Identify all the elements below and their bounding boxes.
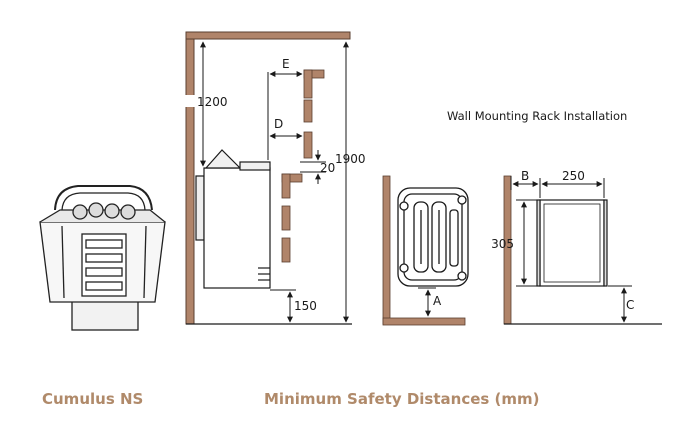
dim-c-label: C <box>626 298 634 312</box>
rack-installation-diagram: Wall Mounting Rack Installation B <box>447 109 662 325</box>
front-wall <box>382 175 391 325</box>
dim-ceiling-label: 1200 <box>197 95 228 109</box>
dim-e-label: E <box>282 57 290 71</box>
rack-title: Wall Mounting Rack Installation <box>447 109 627 123</box>
dim-gap-label: 20 <box>320 161 335 175</box>
dim-width-label: 250 <box>562 169 585 183</box>
ceiling <box>185 31 351 40</box>
product-caption: Cumulus NS <box>42 390 144 408</box>
dim-a-label: A <box>433 294 442 308</box>
heater-product-illustration <box>39 185 166 331</box>
dim-height-label: 1900 <box>335 152 366 166</box>
heater-top-view <box>397 187 469 287</box>
side-view-diagram: 1200 1900 E D 20 150 <box>184 31 366 325</box>
dim-b-label: B <box>521 169 529 183</box>
heater-side-view <box>195 149 271 289</box>
front-view-diagram: A <box>382 175 469 326</box>
dim-d-label: D <box>274 117 283 131</box>
main-caption: Minimum Safety Distances (mm) <box>264 390 540 408</box>
front-floor <box>382 317 466 326</box>
left-wall <box>185 31 195 325</box>
rack-frame <box>536 199 608 287</box>
dim-floor-label: 150 <box>294 299 317 313</box>
dim-rack-height-label: 305 <box>491 237 514 251</box>
